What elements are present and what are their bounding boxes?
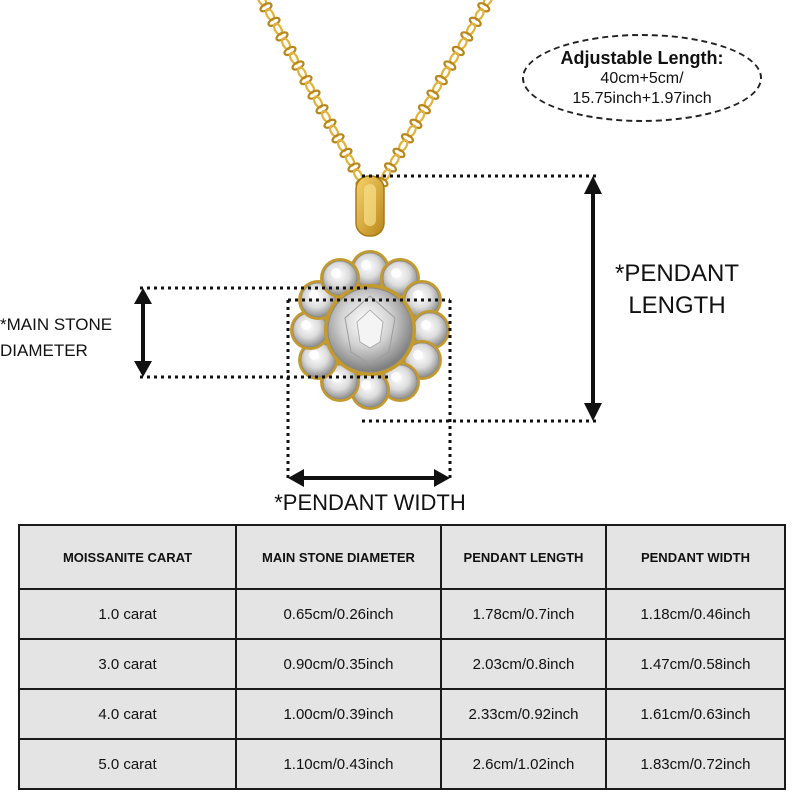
gold-chain [256, 0, 494, 188]
table-row: 3.0 carat 0.90cm/0.35inch 2.03cm/0.8inch… [18, 638, 786, 690]
header-pendant-length: PENDANT LENGTH [440, 524, 607, 590]
stone-sparkle [331, 268, 341, 279]
callout-length-inch: 15.75inch+1.97inch [572, 90, 712, 107]
cell-carat: 4.0 carat [18, 688, 237, 740]
header-main-stone-diameter: MAIN STONE DIAMETER [235, 524, 442, 590]
stone-sparkle [412, 350, 423, 360]
main-stone [324, 284, 416, 376]
cell-pendant-length: 2.6cm/1.02inch [440, 738, 607, 790]
cell-main-stone-diameter: 1.00cm/0.39inch [235, 688, 442, 740]
stone-sparkle [421, 320, 431, 330]
table-row: 1.0 carat 0.65cm/0.26inch 1.78cm/0.7inch… [18, 588, 786, 640]
stone-sparkle [309, 290, 320, 300]
header-pendant-width: PENDANT WIDTH [605, 524, 786, 590]
size-spec-table: MOISSANITE CARAT MAIN STONE DIAMETER PEN… [18, 524, 786, 790]
table-header-row: MOISSANITE CARAT MAIN STONE DIAMETER PEN… [18, 524, 786, 590]
pendant-width-dimension [286, 298, 452, 487]
main-stone-diameter-dimension [134, 286, 390, 379]
stone-sparkle [391, 371, 401, 382]
main-stone-diameter-label: *MAIN STONE DIAMETER [0, 315, 113, 360]
cell-pendant-width: 1.61cm/0.63inch [605, 688, 786, 740]
cell-pendant-length: 2.03cm/0.8inch [440, 638, 607, 690]
pendant-width-label: *PENDANT WIDTH [274, 490, 466, 515]
header-carat: MOISSANITE CARAT [18, 524, 237, 590]
stone-sparkle [361, 260, 371, 270]
cell-carat: 1.0 carat [18, 588, 237, 640]
callout-title: Adjustable Length: [560, 48, 724, 68]
cell-pendant-width: 1.83cm/0.72inch [605, 738, 786, 790]
stone-sparkle [361, 380, 371, 390]
adjustable-length-callout: Adjustable Length: 40cm+5cm/ 15.75inch+1… [522, 34, 762, 122]
cell-carat: 3.0 carat [18, 638, 237, 690]
stone-sparkle [391, 268, 401, 279]
cell-pendant-length: 1.78cm/0.7inch [440, 588, 607, 640]
pendant-length-label: *PENDANT LENGTH [614, 260, 740, 319]
stone-sparkle [309, 350, 320, 360]
cell-main-stone-diameter: 0.90cm/0.35inch [235, 638, 442, 690]
cell-main-stone-diameter: 0.65cm/0.26inch [235, 588, 442, 640]
table-row: 4.0 carat 1.00cm/0.39inch 2.33cm/0.92inc… [18, 688, 786, 740]
cell-main-stone-diameter: 1.10cm/0.43inch [235, 738, 442, 790]
stone-sparkle [412, 290, 423, 300]
stone-sparkle [301, 320, 311, 330]
product-illustration [134, 0, 602, 487]
table-row: 5.0 carat 1.10cm/0.43inch 2.6cm/1.02inch… [18, 738, 786, 790]
cell-pendant-width: 1.47cm/0.58inch [605, 638, 786, 690]
pendant-bail [355, 175, 385, 237]
pendant-length-dimension [362, 174, 602, 423]
callout-length-cm: 40cm+5cm/ [600, 70, 684, 87]
cell-pendant-width: 1.18cm/0.46inch [605, 588, 786, 640]
cell-carat: 5.0 carat [18, 738, 237, 790]
cell-pendant-length: 2.33cm/0.92inch [440, 688, 607, 740]
